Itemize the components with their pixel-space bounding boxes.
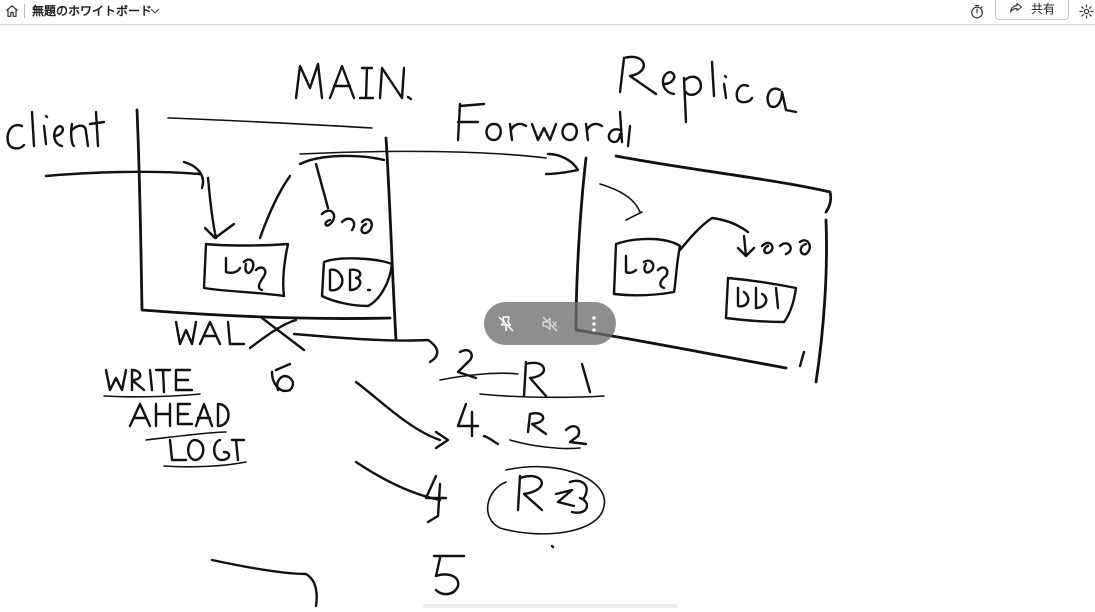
more-options-button[interactable] [580, 310, 608, 338]
forward-arrow [299, 150, 580, 176]
ink-text-main [294, 62, 413, 101]
home-button[interactable] [3, 2, 21, 20]
settings-button[interactable] [1079, 1, 1095, 21]
more-vertical-icon [592, 315, 596, 332]
wal-annotations [103, 316, 318, 608]
main-node-sketch [44, 108, 398, 342]
chevron-down-icon [150, 8, 160, 14]
whiteboard-canvas[interactable] [0, 24, 1095, 608]
title-menu-button[interactable] [148, 3, 162, 19]
mute-button[interactable] [536, 310, 564, 338]
timer-button[interactable] [968, 1, 986, 21]
ink-text-forward [456, 102, 632, 148]
share-icon [1009, 2, 1023, 13]
top-toolbar: 無題のホワイトボード 共有 [0, 0, 1095, 25]
ink-text-replica [618, 55, 798, 124]
ink-drawing [6, 55, 833, 608]
speaker-mute-icon [542, 316, 558, 331]
replica-node-sketch [574, 154, 833, 384]
timer-icon [971, 4, 983, 18]
share-label: 共有 [1030, 1, 1055, 16]
pin-off-icon [498, 315, 514, 332]
board-title[interactable]: 無題のホワイトボード [32, 4, 153, 18]
bottom-panel-handle[interactable] [423, 604, 677, 608]
media-control-bar [484, 302, 616, 345]
gear-icon [1079, 3, 1094, 19]
unpin-button[interactable] [492, 310, 520, 338]
share-button[interactable]: 共有 [995, 0, 1069, 20]
toolbar-divider [24, 4, 25, 18]
replication-steps [292, 332, 606, 596]
home-icon [6, 5, 18, 17]
ink-text-client [6, 110, 106, 150]
